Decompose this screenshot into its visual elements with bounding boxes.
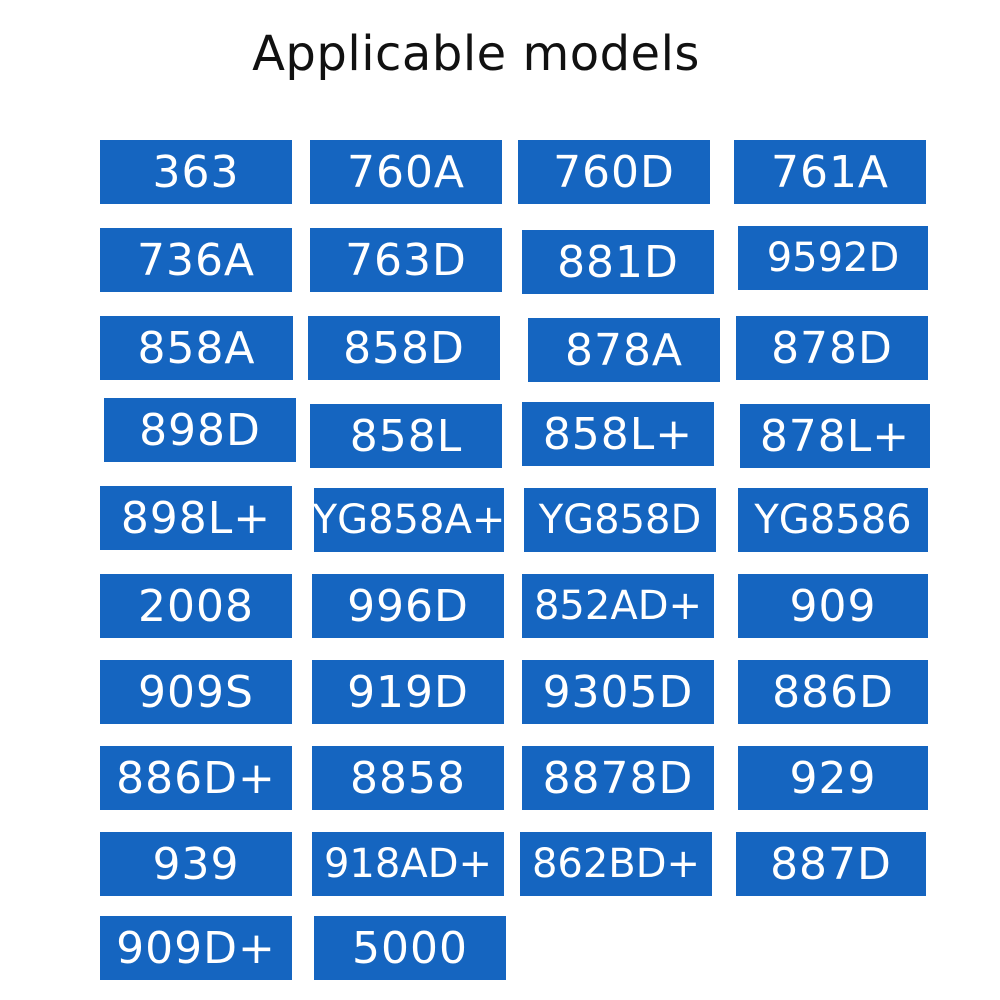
model-tile: 736A [100, 228, 292, 292]
model-tile: 8858 [312, 746, 504, 810]
model-tile: 909S [100, 660, 292, 724]
model-tile: 886D [738, 660, 928, 724]
model-tile: 763D [310, 228, 502, 292]
model-tile: 919D [312, 660, 504, 724]
model-tile: 886D+ [100, 746, 292, 810]
model-tile: 5000 [314, 916, 506, 980]
model-tile: YG8586 [738, 488, 928, 552]
model-tile: 852AD+ [522, 574, 714, 638]
page-title: Applicable models [252, 26, 700, 82]
model-tile: 858L [310, 404, 502, 468]
model-tile: 858A [100, 316, 293, 380]
model-tile: 9592D [738, 226, 928, 290]
model-tile: 909 [738, 574, 928, 638]
model-tile: 996D [312, 574, 504, 638]
model-tile: 862BD+ [520, 832, 712, 896]
model-tile: 881D [522, 230, 714, 294]
model-tile: 878D [736, 316, 928, 380]
model-tile: 898D [104, 398, 296, 462]
model-tile: 760A [310, 140, 502, 204]
model-tile: YG858A+ [314, 488, 504, 552]
model-tile: 887D [736, 832, 926, 896]
model-tile: 760D [518, 140, 710, 204]
model-grid: 363 760A 760D 761A 736A 763D 881D 9592D … [100, 140, 930, 980]
model-tile: 761A [734, 140, 926, 204]
model-tile: 2008 [100, 574, 292, 638]
model-tile: 918AD+ [312, 832, 504, 896]
model-tile: 929 [738, 746, 928, 810]
model-tile: 363 [100, 140, 292, 204]
model-tile: 858D [308, 316, 500, 380]
model-tile: 939 [100, 832, 292, 896]
model-tile: 858L+ [522, 402, 714, 466]
model-tile: 909D+ [100, 916, 292, 980]
model-tile: YG858D [524, 488, 716, 552]
model-tile: 878L+ [740, 404, 930, 468]
model-tile: 8878D [522, 746, 714, 810]
model-tile: 898L+ [100, 486, 292, 550]
model-tile: 878A [528, 318, 720, 382]
model-tile: 9305D [522, 660, 714, 724]
